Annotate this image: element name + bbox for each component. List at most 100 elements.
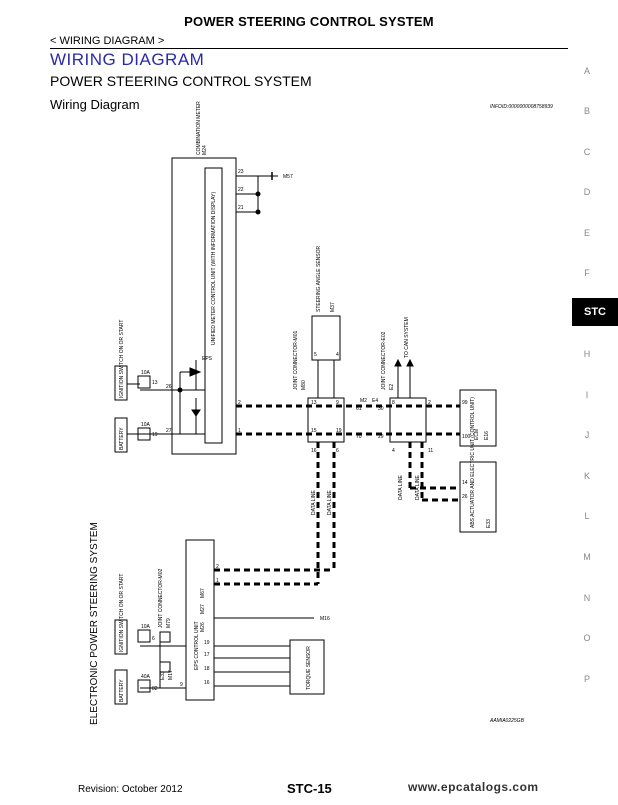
- steering-angle-sensor-label: STEERING ANGLE SENSOR: [316, 245, 322, 312]
- fuse-low-no: 19: [152, 432, 158, 438]
- joint-connector-e02-label: JOINT CONNECTOR-E02: [381, 331, 387, 390]
- side-index-l[interactable]: L: [584, 511, 590, 521]
- meter-pin-1: 1: [238, 428, 241, 434]
- side-index-e[interactable]: E: [583, 228, 590, 238]
- side-index-j[interactable]: J: [584, 430, 590, 440]
- joint-m01-pin-19: 19: [336, 428, 342, 434]
- eps-conn-m27: M27: [200, 604, 206, 614]
- ecm-box: [459, 389, 497, 447]
- side-index-b[interactable]: B: [583, 106, 590, 116]
- abs-box: [459, 461, 497, 533]
- ecm-pin-99: 99: [462, 400, 468, 406]
- meter-pin-21: 21: [238, 205, 244, 211]
- fuse-low-label: 10A: [141, 422, 151, 428]
- eps-pin-9: 9: [180, 682, 183, 688]
- joint-connector-m02-label: JOINT CONNECTOR-M02: [158, 569, 164, 628]
- joint-m01-pin-6: 6: [336, 448, 339, 454]
- side-index-o[interactable]: O: [583, 633, 591, 643]
- eps-pin-17: 17: [204, 652, 210, 658]
- eps-control-unit-box: [185, 539, 215, 701]
- meter-pin-23: 23: [238, 169, 244, 175]
- combination-meter-label: COMBINATION METER: [196, 101, 202, 155]
- data-line-label-c: DATA LINE: [398, 475, 404, 500]
- fuse-low-a-label: 10A: [141, 624, 151, 630]
- eps-pin-18: 18: [204, 666, 210, 672]
- steering-pin-4: 4: [336, 352, 339, 358]
- m2-pin-70: 70: [356, 434, 362, 440]
- side-index-a[interactable]: A: [583, 66, 590, 76]
- data-line-label-d: DATA LINE: [415, 475, 421, 500]
- vertical-system-title: ELECTRONIC POWER STEERING SYSTEM: [89, 522, 100, 725]
- abs-pin-26: 26: [462, 494, 468, 500]
- figure-code: AAMIA0225GB: [489, 718, 525, 724]
- meter-pin-22: 22: [238, 187, 244, 193]
- eps-conn-m26: M26: [200, 622, 206, 632]
- torque-sensor-label: TORQUE SENSOR: [306, 646, 312, 690]
- diagram-title: Wiring Diagram: [50, 97, 140, 112]
- abs-label: ABS ACTUATOR AND ELECTRIC UNIT (CONTROL …: [470, 397, 476, 528]
- e4-pin-30: 30: [378, 406, 384, 412]
- page-header-title: POWER STEERING CONTROL SYSTEM: [184, 14, 434, 29]
- header-rule: [50, 48, 568, 49]
- steering-angle-conn: M37: [330, 302, 336, 312]
- joint-e02-pin-8: 8: [392, 400, 395, 406]
- unified-meter-label: UNIFIED METER CONTROL UNIT (WITH INFORMA…: [211, 192, 217, 345]
- side-index-i[interactable]: I: [585, 390, 589, 400]
- ecm-pin-100: 100: [462, 434, 471, 440]
- side-index-p[interactable]: P: [583, 674, 590, 684]
- fuse-low-b-no: 82: [152, 686, 158, 692]
- side-index-h[interactable]: H: [583, 349, 591, 359]
- eps-low-conn-m17: M17: [168, 670, 174, 680]
- joint-e02-pin-4: 4: [392, 448, 395, 454]
- joint-m01-pin-13: 13: [311, 400, 317, 406]
- breadcrumb[interactable]: < WIRING DIAGRAM >: [50, 35, 165, 47]
- battery-label: BATTERY: [119, 427, 125, 450]
- ecm-conn: E16: [484, 431, 490, 440]
- abs-conn: E33: [486, 519, 492, 528]
- fuse-low-a-no: 6: [152, 636, 155, 642]
- side-index-c[interactable]: C: [583, 147, 591, 157]
- side-index-n[interactable]: N: [583, 593, 591, 603]
- torque-sensor-box: [289, 639, 325, 695]
- can-system-label: TO CAN SYSTEM: [404, 317, 410, 358]
- steering-pin-5: 5: [314, 352, 317, 358]
- side-index-d[interactable]: D: [583, 187, 591, 197]
- joint-e02-pin-11: 11: [428, 448, 433, 454]
- combination-meter-box: [171, 157, 237, 455]
- e4-pin-29: 29: [378, 434, 384, 440]
- side-index-m[interactable]: M: [583, 552, 591, 562]
- meter-pin-26: 26: [166, 384, 172, 390]
- fuse-top-no: 13: [152, 380, 158, 386]
- side-tab-stc[interactable]: STC: [572, 298, 618, 326]
- meter-pin-27: 27: [166, 428, 172, 434]
- ecm-label: ECM: [474, 429, 480, 440]
- joint-connector-e02-box: [389, 397, 427, 443]
- eps-low-conn-e33: E33: [160, 671, 166, 680]
- m2-label: M2: [360, 398, 367, 404]
- data-line-label-b: DATA LINE: [327, 490, 333, 515]
- ignition-switch-label: IGNITION SWITCH ON OR START: [119, 320, 125, 398]
- joint-m01-pin-15: 15: [311, 428, 317, 434]
- eps-pin-16: 16: [204, 680, 210, 686]
- side-index-k[interactable]: K: [583, 471, 590, 481]
- fuse-top-label: 10A: [141, 370, 151, 376]
- joint-connector-m02-conn: M79: [166, 618, 172, 628]
- combination-meter-conn: M24: [202, 145, 208, 155]
- meter-pin-2: 2: [238, 400, 241, 406]
- joint-connector-e02-conn: E2: [389, 384, 395, 390]
- steering-angle-sensor-box: [311, 315, 341, 361]
- fuse-low-b-label: 40A: [141, 674, 151, 680]
- eps-pin-2: 2: [216, 564, 219, 570]
- abs-pin-14: 14: [462, 480, 468, 486]
- battery-low-label: BATTERY: [119, 679, 125, 702]
- revision-label: Revision: October 2012: [78, 784, 183, 795]
- ignition-switch-low-label: IGNITION SWITCH ON OR START: [119, 574, 125, 652]
- eps-conn-m67: M67: [200, 588, 206, 598]
- joint-m01-pin-9: 9: [336, 400, 339, 406]
- side-index-f[interactable]: F: [584, 268, 590, 278]
- eps-pin-1: 1: [216, 578, 219, 584]
- info-id: INFOID:0000000008758939: [490, 104, 553, 110]
- ground-m57-label: M57: [283, 174, 293, 180]
- joint-m01-pin-16: 16: [311, 448, 317, 454]
